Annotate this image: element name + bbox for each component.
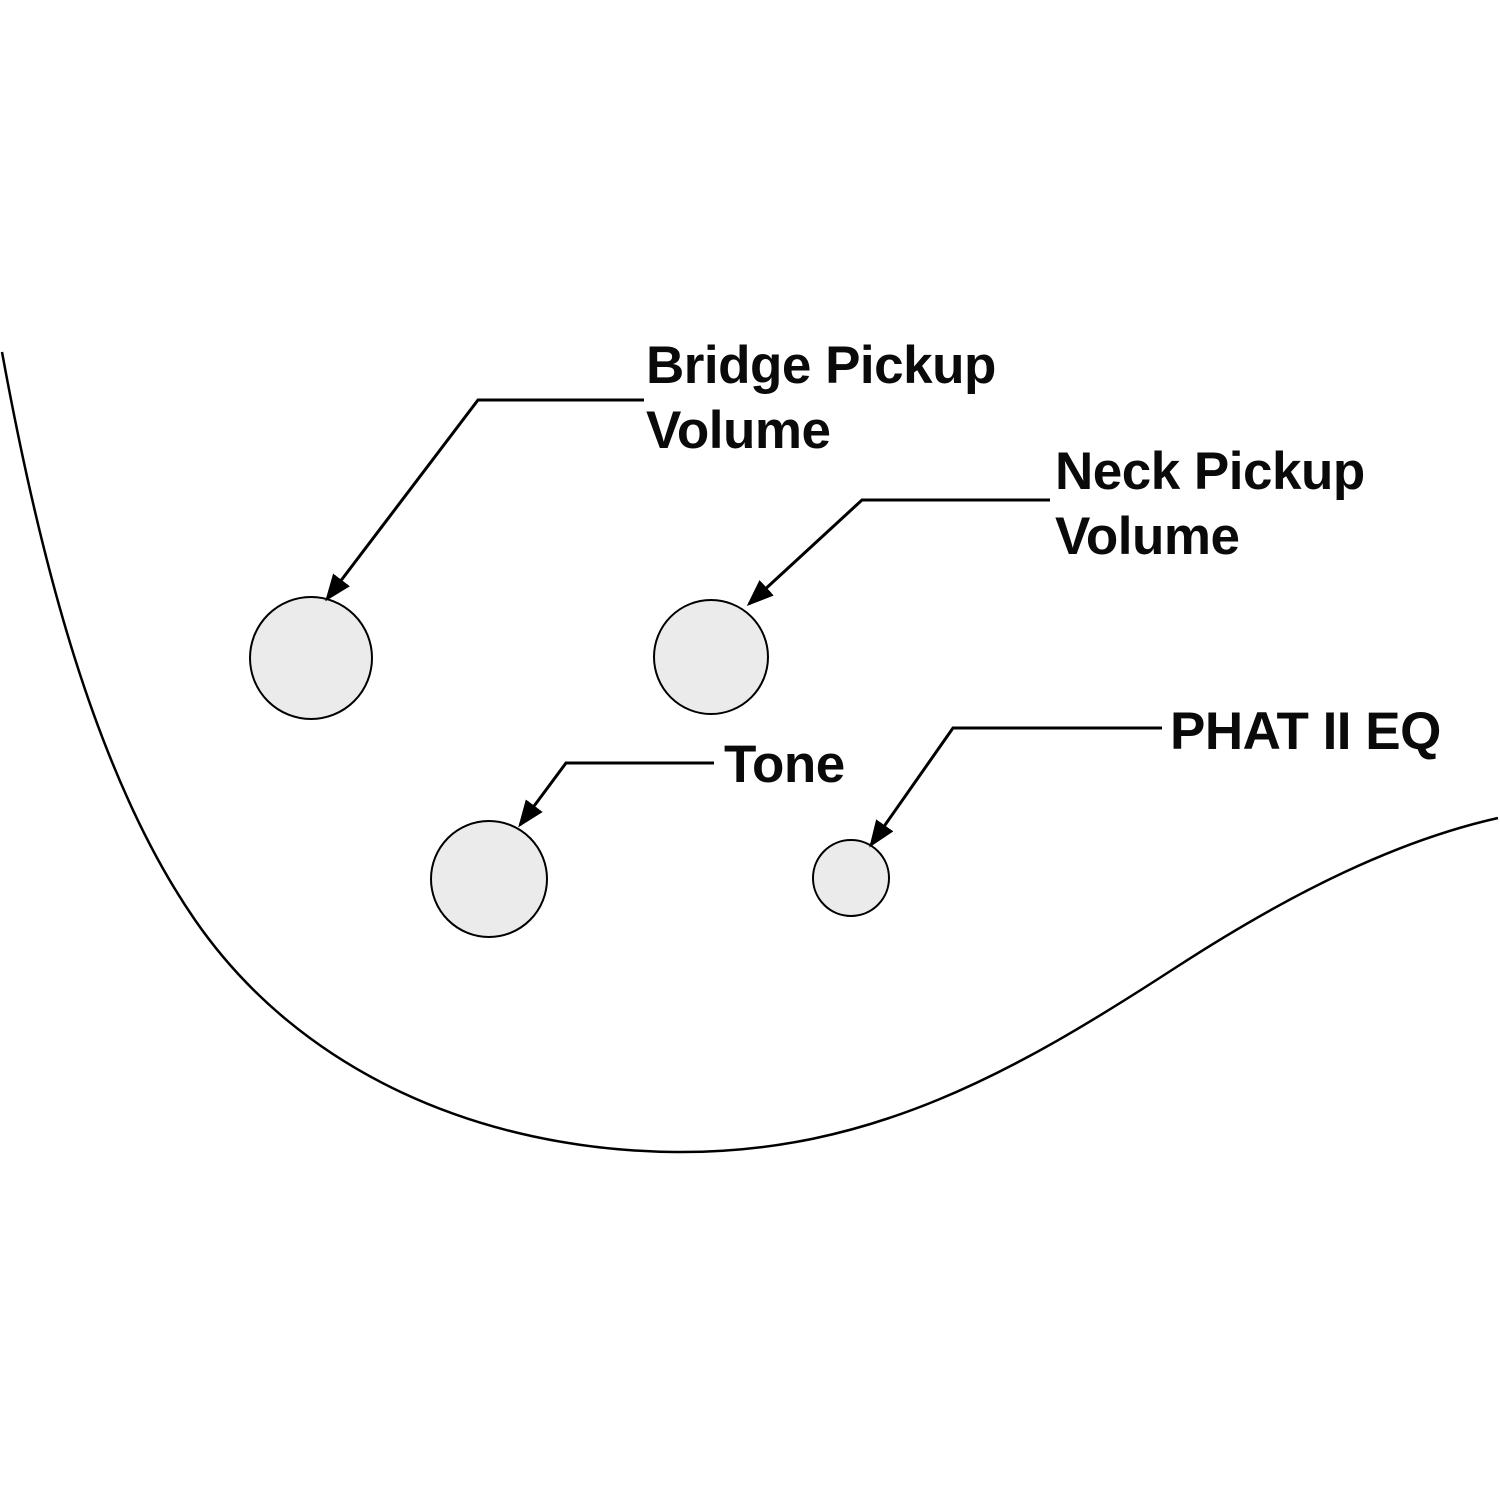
- bridge-pickup-volume-knob: [249, 596, 373, 720]
- knob-group: [249, 596, 890, 938]
- label-bridge-pickup-volume: Bridge Pickup Volume: [646, 336, 996, 460]
- neck-pickup-volume-knob: [653, 599, 769, 715]
- tone-arrow: [518, 761, 714, 828]
- label-neck-pickup-volume: Neck Pickup Volume: [1055, 442, 1365, 566]
- leader-arrow-group: [325, 398, 1162, 848]
- phat-eq-arrow: [869, 726, 1162, 848]
- label-tone: Tone: [724, 735, 845, 794]
- phat-ii-eq-knob: [812, 839, 890, 917]
- tone-knob: [430, 820, 548, 938]
- guitar-body-outline: [0, 351, 1499, 1154]
- label-phat-ii-eq: PHAT II EQ: [1170, 702, 1441, 761]
- neck-volume-arrow: [746, 498, 1050, 607]
- bridge-volume-arrow: [325, 398, 644, 602]
